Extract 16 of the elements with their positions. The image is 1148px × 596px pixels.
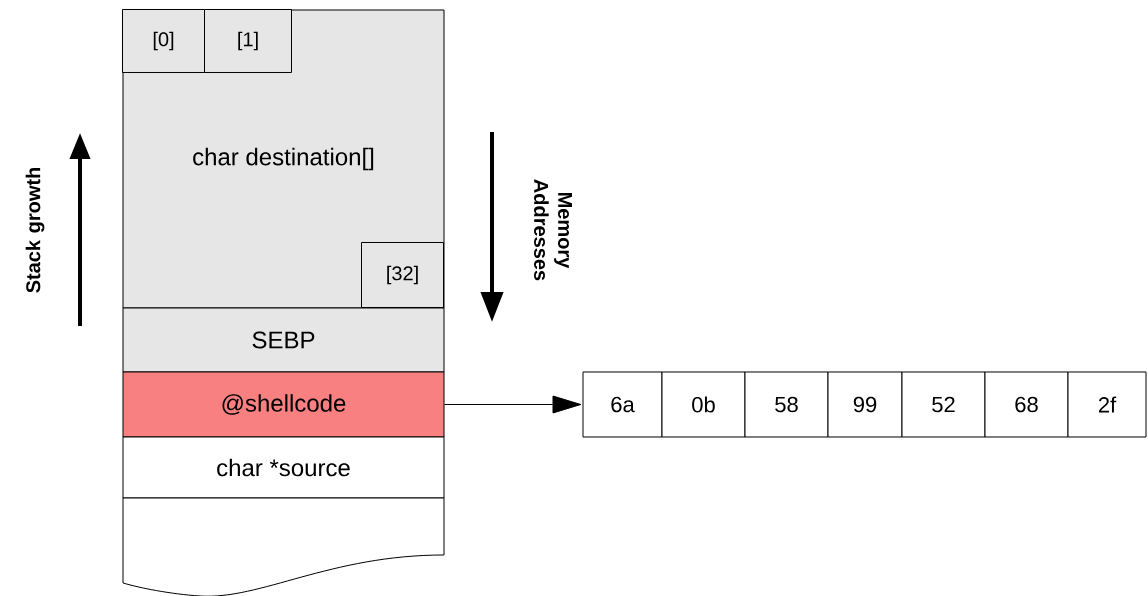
- axis-label: Memory Addresses: [534, 179, 572, 281]
- byte-cell: 6a: [582, 371, 663, 438]
- stack-slot: [122, 497, 445, 596]
- byte-cell: 58: [744, 371, 829, 438]
- array-cell: [1]: [204, 9, 292, 73]
- byte-cell: 52: [901, 371, 986, 438]
- stack-slot: char *source: [122, 436, 445, 499]
- array-cell: [32]: [361, 242, 444, 308]
- byte-cell: 68: [984, 371, 1069, 438]
- byte-cell: 0b: [661, 371, 746, 438]
- byte-cell: 99: [827, 371, 903, 438]
- stack-slot: @shellcode: [122, 371, 445, 438]
- axis-label: Stack growth: [25, 167, 45, 293]
- byte-cell: 2f: [1067, 371, 1147, 438]
- array-cell: [0]: [122, 9, 205, 73]
- arrow: [444, 395, 582, 414]
